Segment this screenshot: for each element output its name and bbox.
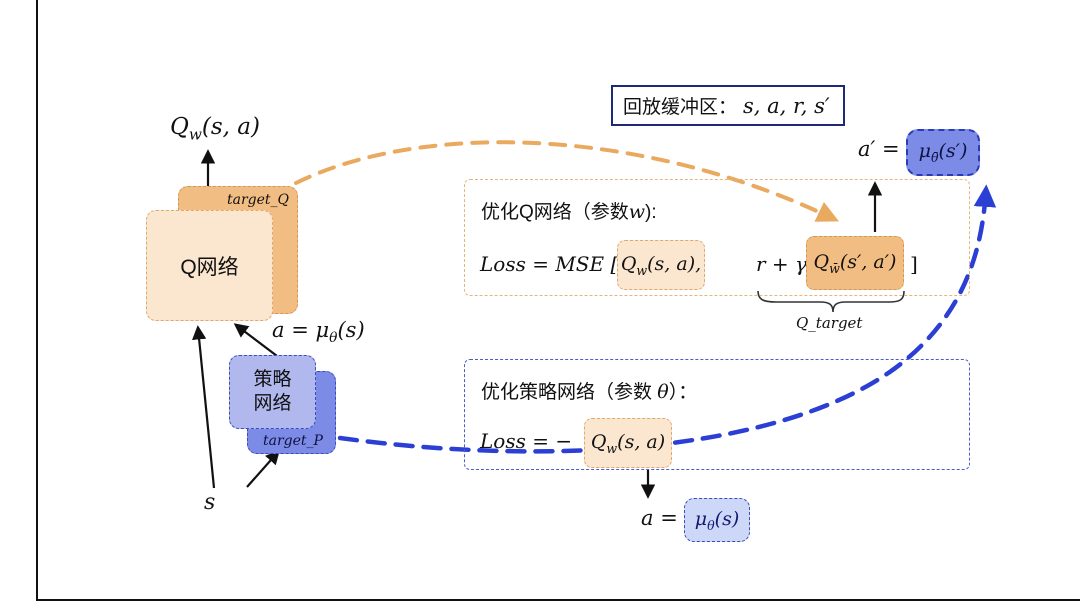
- bottom-action-box: μθ(s): [684, 498, 750, 542]
- q-network-label: Q网络: [180, 255, 239, 279]
- frame-bottom-line: [36, 599, 1080, 601]
- arrow-state-to-policy: [246, 449, 280, 488]
- policy-action-formula: a = μθ(s): [272, 318, 365, 347]
- replay-buffer-box: 回放缓冲区： s, a, r, s′: [611, 85, 845, 126]
- q-term-formula: Qw(s, a),: [620, 252, 702, 278]
- q-target-term-box: Qw̄(s′, a′): [806, 236, 904, 290]
- q-network-box: Q网络: [146, 210, 273, 321]
- policy-network-label: 策略 网络: [253, 369, 292, 414]
- replay-buffer-label: 回放缓冲区：: [623, 97, 738, 118]
- replay-buffer-tuple: s, a, r, s′: [743, 93, 830, 118]
- reward-term: r + γ: [756, 252, 807, 276]
- bottom-action-prefix: a =: [641, 506, 678, 530]
- q-optimization-panel: [464, 179, 970, 296]
- arrow-state-to-qnet: [192, 325, 216, 489]
- policy-loss-prefix: Loss = −: [480, 429, 573, 453]
- frame-left-line: [36, 0, 38, 601]
- target-p-label: target_P: [263, 433, 323, 449]
- target-action-prefix: a′ =: [858, 137, 900, 161]
- policy-optimization-panel: [464, 359, 970, 470]
- q-optimization-title: 优化Q网络（参数w):: [481, 201, 657, 223]
- policy-q-term-formula: Qw(s, a): [590, 430, 666, 456]
- q-loss-prefix: Loss = MSE [: [480, 252, 619, 276]
- target-action-formula: μθ̄(s′): [918, 140, 968, 165]
- target-action-box: μθ̄(s′): [906, 129, 980, 176]
- bracket-close: ]: [910, 252, 918, 276]
- q-target-brace-label: Q_target: [796, 314, 863, 332]
- policy-optimization-title: 优化策略网络（参数 θ）：: [481, 381, 698, 403]
- q-target-term-formula: Qw̄(s′, a′): [813, 250, 897, 276]
- target-q-label: target_Q: [227, 192, 290, 208]
- bottom-action-formula: μθ(s): [694, 507, 740, 533]
- policy-q-term-box: Qw(s, a): [584, 418, 672, 468]
- policy-network-box: 策略 网络: [229, 355, 316, 429]
- state-label: s: [204, 490, 216, 515]
- q-output-formula: Qw(s, a): [170, 114, 260, 144]
- q-term-box: Qw(s, a),: [617, 240, 705, 290]
